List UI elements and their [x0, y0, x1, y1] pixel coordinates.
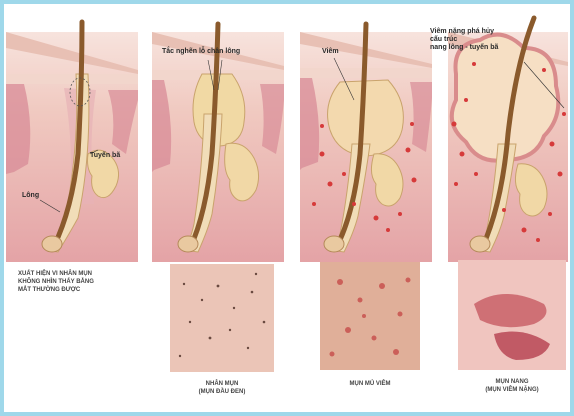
label-clogged-pore: Tắc nghẽn lỗ chân lông: [162, 48, 282, 56]
caption-microcomedone: XUẤT HIỆN VI NHÂN MỤN KHÔNG NHÌN THẤY BẰ…: [18, 270, 158, 294]
label-severe-inflammation: Viêm nặng phá hủy cấu trúc nang lông - t…: [430, 28, 540, 52]
photo-blackhead: [170, 264, 274, 372]
stage2-cross-section: [152, 24, 284, 262]
label-inflammation: Viêm: [322, 48, 339, 56]
photo-nodule: [458, 260, 566, 370]
label-sebaceous-gland: Tuyến bã: [90, 152, 120, 160]
skin-cross-sections: [4, 4, 570, 412]
stage4-cross-section: [448, 18, 568, 262]
stage1-cross-section: [6, 22, 138, 262]
caption-nodule: MỤN NANG (MỤN VIÊM NẶNG): [458, 378, 566, 394]
photo-pustule: [320, 262, 420, 370]
caption-blackhead: NHÂN MỤN (MỤN ĐẦU ĐEN): [170, 380, 274, 396]
label-hair: Lông: [22, 192, 39, 200]
caption-pustule: MỤN MỦ VIÊM: [320, 380, 420, 388]
acne-stages-diagram: Tuyến bã Lông Tắc nghẽn lỗ chân lông Viê…: [4, 4, 570, 412]
stage3-cross-section: [300, 24, 432, 262]
